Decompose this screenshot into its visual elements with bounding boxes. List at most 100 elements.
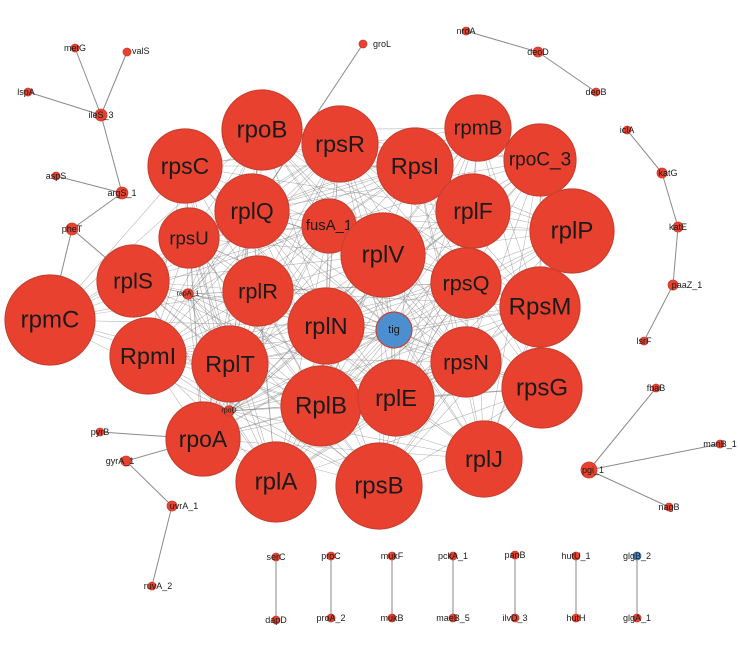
node-hutU_1[interactable]: hutU_1 bbox=[561, 551, 590, 561]
node-circle bbox=[639, 336, 649, 346]
node-rplQ[interactable]: rplQ bbox=[214, 173, 290, 249]
node-uvrA_1[interactable]: uvrA_1 bbox=[166, 500, 198, 512]
node-rplR[interactable]: rplR bbox=[222, 255, 294, 327]
node-rpsN[interactable]: rpsN bbox=[430, 326, 502, 398]
node-katG[interactable]: katG bbox=[656, 167, 678, 179]
node-iclA[interactable]: iclA bbox=[620, 125, 635, 135]
node-serC[interactable]: serC bbox=[266, 552, 286, 562]
node-rplF[interactable]: rplF bbox=[435, 173, 511, 249]
node-katE[interactable]: katE bbox=[669, 221, 687, 233]
node-label: mukF bbox=[381, 551, 404, 561]
node-rplS[interactable]: rplS bbox=[96, 244, 170, 318]
node-deoD[interactable]: deoD bbox=[527, 46, 549, 58]
node-deoB[interactable]: deoB bbox=[585, 87, 606, 97]
node-gyrA_1[interactable]: gyrA_1 bbox=[106, 455, 135, 467]
node-aspS[interactable]: aspS bbox=[46, 171, 67, 181]
node-label: RplB bbox=[295, 393, 347, 420]
node-pgi_1[interactable]: pgi_1 bbox=[580, 461, 604, 479]
node-lsrF[interactable]: lsrF bbox=[637, 336, 652, 346]
node-pckA_1[interactable]: pckA_1 bbox=[438, 551, 468, 561]
node-rplV[interactable]: rplV bbox=[340, 212, 426, 298]
edge-Rpsl-rapA_1 bbox=[187, 165, 416, 295]
node-lspA[interactable]: lspA bbox=[17, 87, 35, 97]
node-label: rpsQ bbox=[443, 271, 490, 296]
node-rpsB[interactable]: rpsB bbox=[335, 442, 423, 530]
edge-fbaB-pgi_1 bbox=[588, 387, 657, 471]
node-circle bbox=[122, 47, 132, 57]
node-circle bbox=[375, 311, 413, 349]
node-label: manB_1 bbox=[703, 439, 737, 449]
node-manB_1[interactable]: manB_1 bbox=[703, 439, 737, 449]
node-circle bbox=[461, 26, 471, 36]
edge-rpoB-rpmC bbox=[49, 129, 263, 321]
node-ilvD_3[interactable]: ilvD_3 bbox=[502, 613, 527, 623]
node-circle bbox=[445, 420, 523, 498]
node-rapA_1[interactable]: rapA_1 bbox=[177, 288, 200, 300]
node-RpsM[interactable]: RpsM bbox=[499, 266, 581, 348]
node-rplA[interactable]: rplA bbox=[235, 441, 317, 523]
node-panB[interactable]: panB bbox=[504, 550, 525, 560]
node-mukF[interactable]: mukF bbox=[381, 551, 404, 561]
node-rpmC[interactable]: rpmC bbox=[4, 274, 96, 366]
node-fbaB[interactable]: fbaB bbox=[647, 383, 666, 393]
node-RplT[interactable]: RplT bbox=[191, 325, 269, 403]
node-rpsG[interactable]: rpsG bbox=[501, 347, 583, 429]
node-valS[interactable]: valS bbox=[122, 46, 150, 57]
node-maeB_5[interactable]: maeB_5 bbox=[436, 613, 470, 623]
node-RplB[interactable]: RplB bbox=[280, 365, 362, 447]
node-circle bbox=[301, 105, 379, 183]
node-rpsQ[interactable]: rpsQ bbox=[430, 247, 502, 319]
edge-uvrA_1-ruvA_2 bbox=[151, 505, 173, 587]
edge-fusA_1-rpmC bbox=[49, 225, 330, 321]
node-rpsC[interactable]: rpsC bbox=[147, 128, 223, 204]
node-rplJ[interactable]: rplJ bbox=[445, 420, 523, 498]
node-nagB[interactable]: nagB bbox=[658, 502, 679, 512]
node-ruvA_2[interactable]: ruvA_2 bbox=[144, 581, 173, 591]
node-rplP[interactable]: rplP bbox=[529, 188, 615, 274]
node-proC[interactable]: proC bbox=[321, 551, 341, 561]
node-hutH[interactable]: hutH bbox=[566, 613, 585, 623]
node-Rpsl[interactable]: RpsI bbox=[376, 127, 454, 205]
node-mukB[interactable]: mukB bbox=[380, 613, 403, 623]
node-label: rpoD bbox=[221, 408, 236, 415]
node-label: groL bbox=[373, 39, 391, 49]
node-label: pckA_1 bbox=[438, 551, 468, 561]
node-circle bbox=[503, 123, 577, 197]
node-rpoA[interactable]: rpoA bbox=[165, 401, 241, 477]
node-circle bbox=[430, 247, 502, 319]
node-groL[interactable]: groL bbox=[358, 39, 391, 49]
node-glgB_2[interactable]: glgB_2 bbox=[623, 551, 651, 561]
node-rplE[interactable]: rplE bbox=[357, 359, 435, 437]
node-rpoB[interactable]: rpoB bbox=[221, 89, 303, 171]
node-fusA_1[interactable]: fusA_1 bbox=[301, 198, 357, 254]
node-rpmB[interactable]: rpmB bbox=[444, 94, 512, 162]
edge-rpsG-rplA bbox=[275, 387, 543, 483]
node-argS_1[interactable]: argS_1 bbox=[107, 186, 137, 200]
node-label: rpoB bbox=[237, 117, 288, 144]
node-rplN[interactable]: rplN bbox=[287, 287, 365, 365]
edge-gyrA_1-uvrA_1 bbox=[125, 460, 173, 507]
node-nrdA[interactable]: nrdA bbox=[456, 26, 475, 36]
node-rpsR[interactable]: rpsR bbox=[301, 105, 379, 183]
edge-pgi_1-nagB bbox=[588, 469, 670, 508]
node-rpoD[interactable]: rpoD bbox=[221, 405, 237, 417]
node-tig[interactable]: tig bbox=[375, 311, 413, 349]
node-circle bbox=[287, 287, 365, 365]
node-RpmI[interactable]: RpmI bbox=[109, 317, 187, 395]
node-proA_2[interactable]: proA_2 bbox=[316, 613, 345, 623]
node-label: RpsI bbox=[391, 153, 439, 179]
node-dapD[interactable]: dapD bbox=[265, 615, 287, 625]
node-glgA_1[interactable]: glgA_1 bbox=[623, 613, 651, 623]
node-pheT[interactable]: pheT bbox=[62, 222, 83, 236]
node-rpoC_3[interactable]: rpoC_3 bbox=[503, 123, 577, 197]
node-paaZ_1[interactable]: paaZ_1 bbox=[667, 279, 703, 291]
node-circle bbox=[430, 326, 502, 398]
node-metG[interactable]: metG bbox=[64, 43, 86, 53]
node-label: paaZ_1 bbox=[672, 280, 703, 290]
node-ileS_3[interactable]: ileS_3 bbox=[88, 108, 114, 122]
edge-paaZ_1-lsrF bbox=[643, 284, 674, 342]
node-rpsU[interactable]: rpsU bbox=[158, 207, 220, 269]
node-circle bbox=[510, 613, 520, 623]
node-pyrB[interactable]: pyrB bbox=[91, 427, 110, 437]
node-circle bbox=[667, 279, 679, 291]
